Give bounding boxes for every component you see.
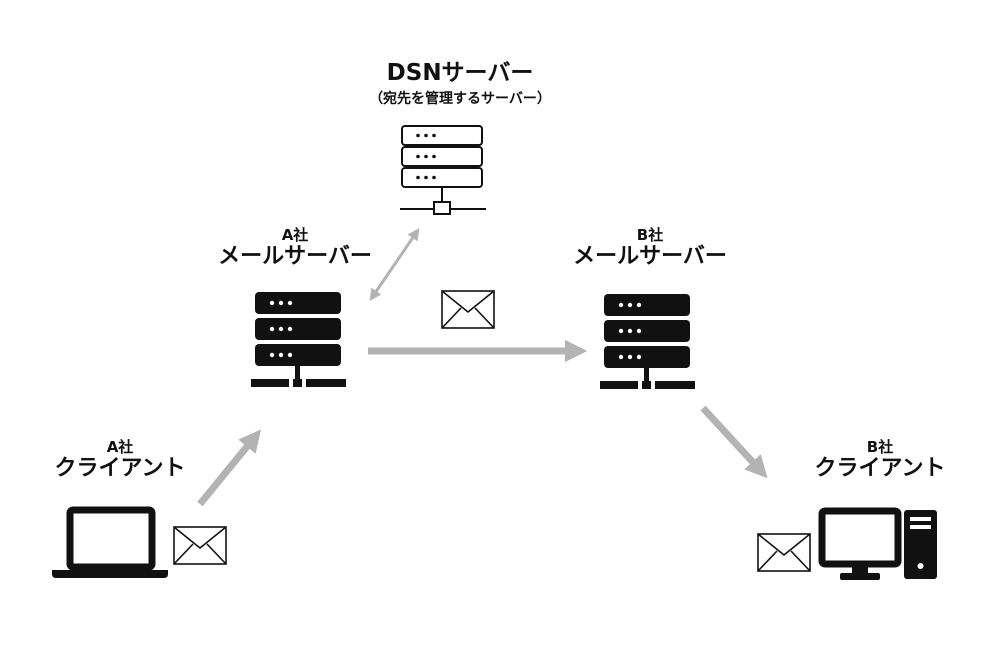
a-client-title: クライアント [54,456,186,481]
b-mail-server-title: メールサーバー [573,244,727,269]
laptop-icon [52,506,168,578]
arrow-b-server-to-b-client [700,405,768,479]
server-outline-icon [400,125,486,215]
envelope-icon [173,526,227,565]
arrow-a-client-to-a-server [197,429,262,507]
b-client-title: クライアント [814,456,946,481]
desktop-computer-icon [818,507,937,580]
b-client-label: B社 クライアント [780,438,980,482]
arrow-dsn-mailserver [369,228,420,301]
b-client-company: B社 [866,438,894,456]
a-mail-server-icon [251,292,346,387]
dsn-server-label: DSNサーバー （宛先を管理するサーバー） [340,60,580,108]
dsn-server-title: DSNサーバー [386,60,534,86]
envelope-icon [757,533,811,572]
b-mail-server-company: B社 [636,226,664,244]
b-mail-server-icon [600,294,695,389]
envelope-icon [441,290,495,329]
dsn-server-subtitle: （宛先を管理するサーバー） [369,91,551,107]
a-client-company: A社 [106,438,134,456]
a-mail-server-company: A社 [281,226,309,244]
a-client-label: A社 クライアント [20,438,220,482]
a-mail-server-title: メールサーバー [218,244,372,269]
a-mail-server-label: A社 メールサーバー [195,226,395,270]
b-mail-server-label: B社 メールサーバー [550,226,750,270]
